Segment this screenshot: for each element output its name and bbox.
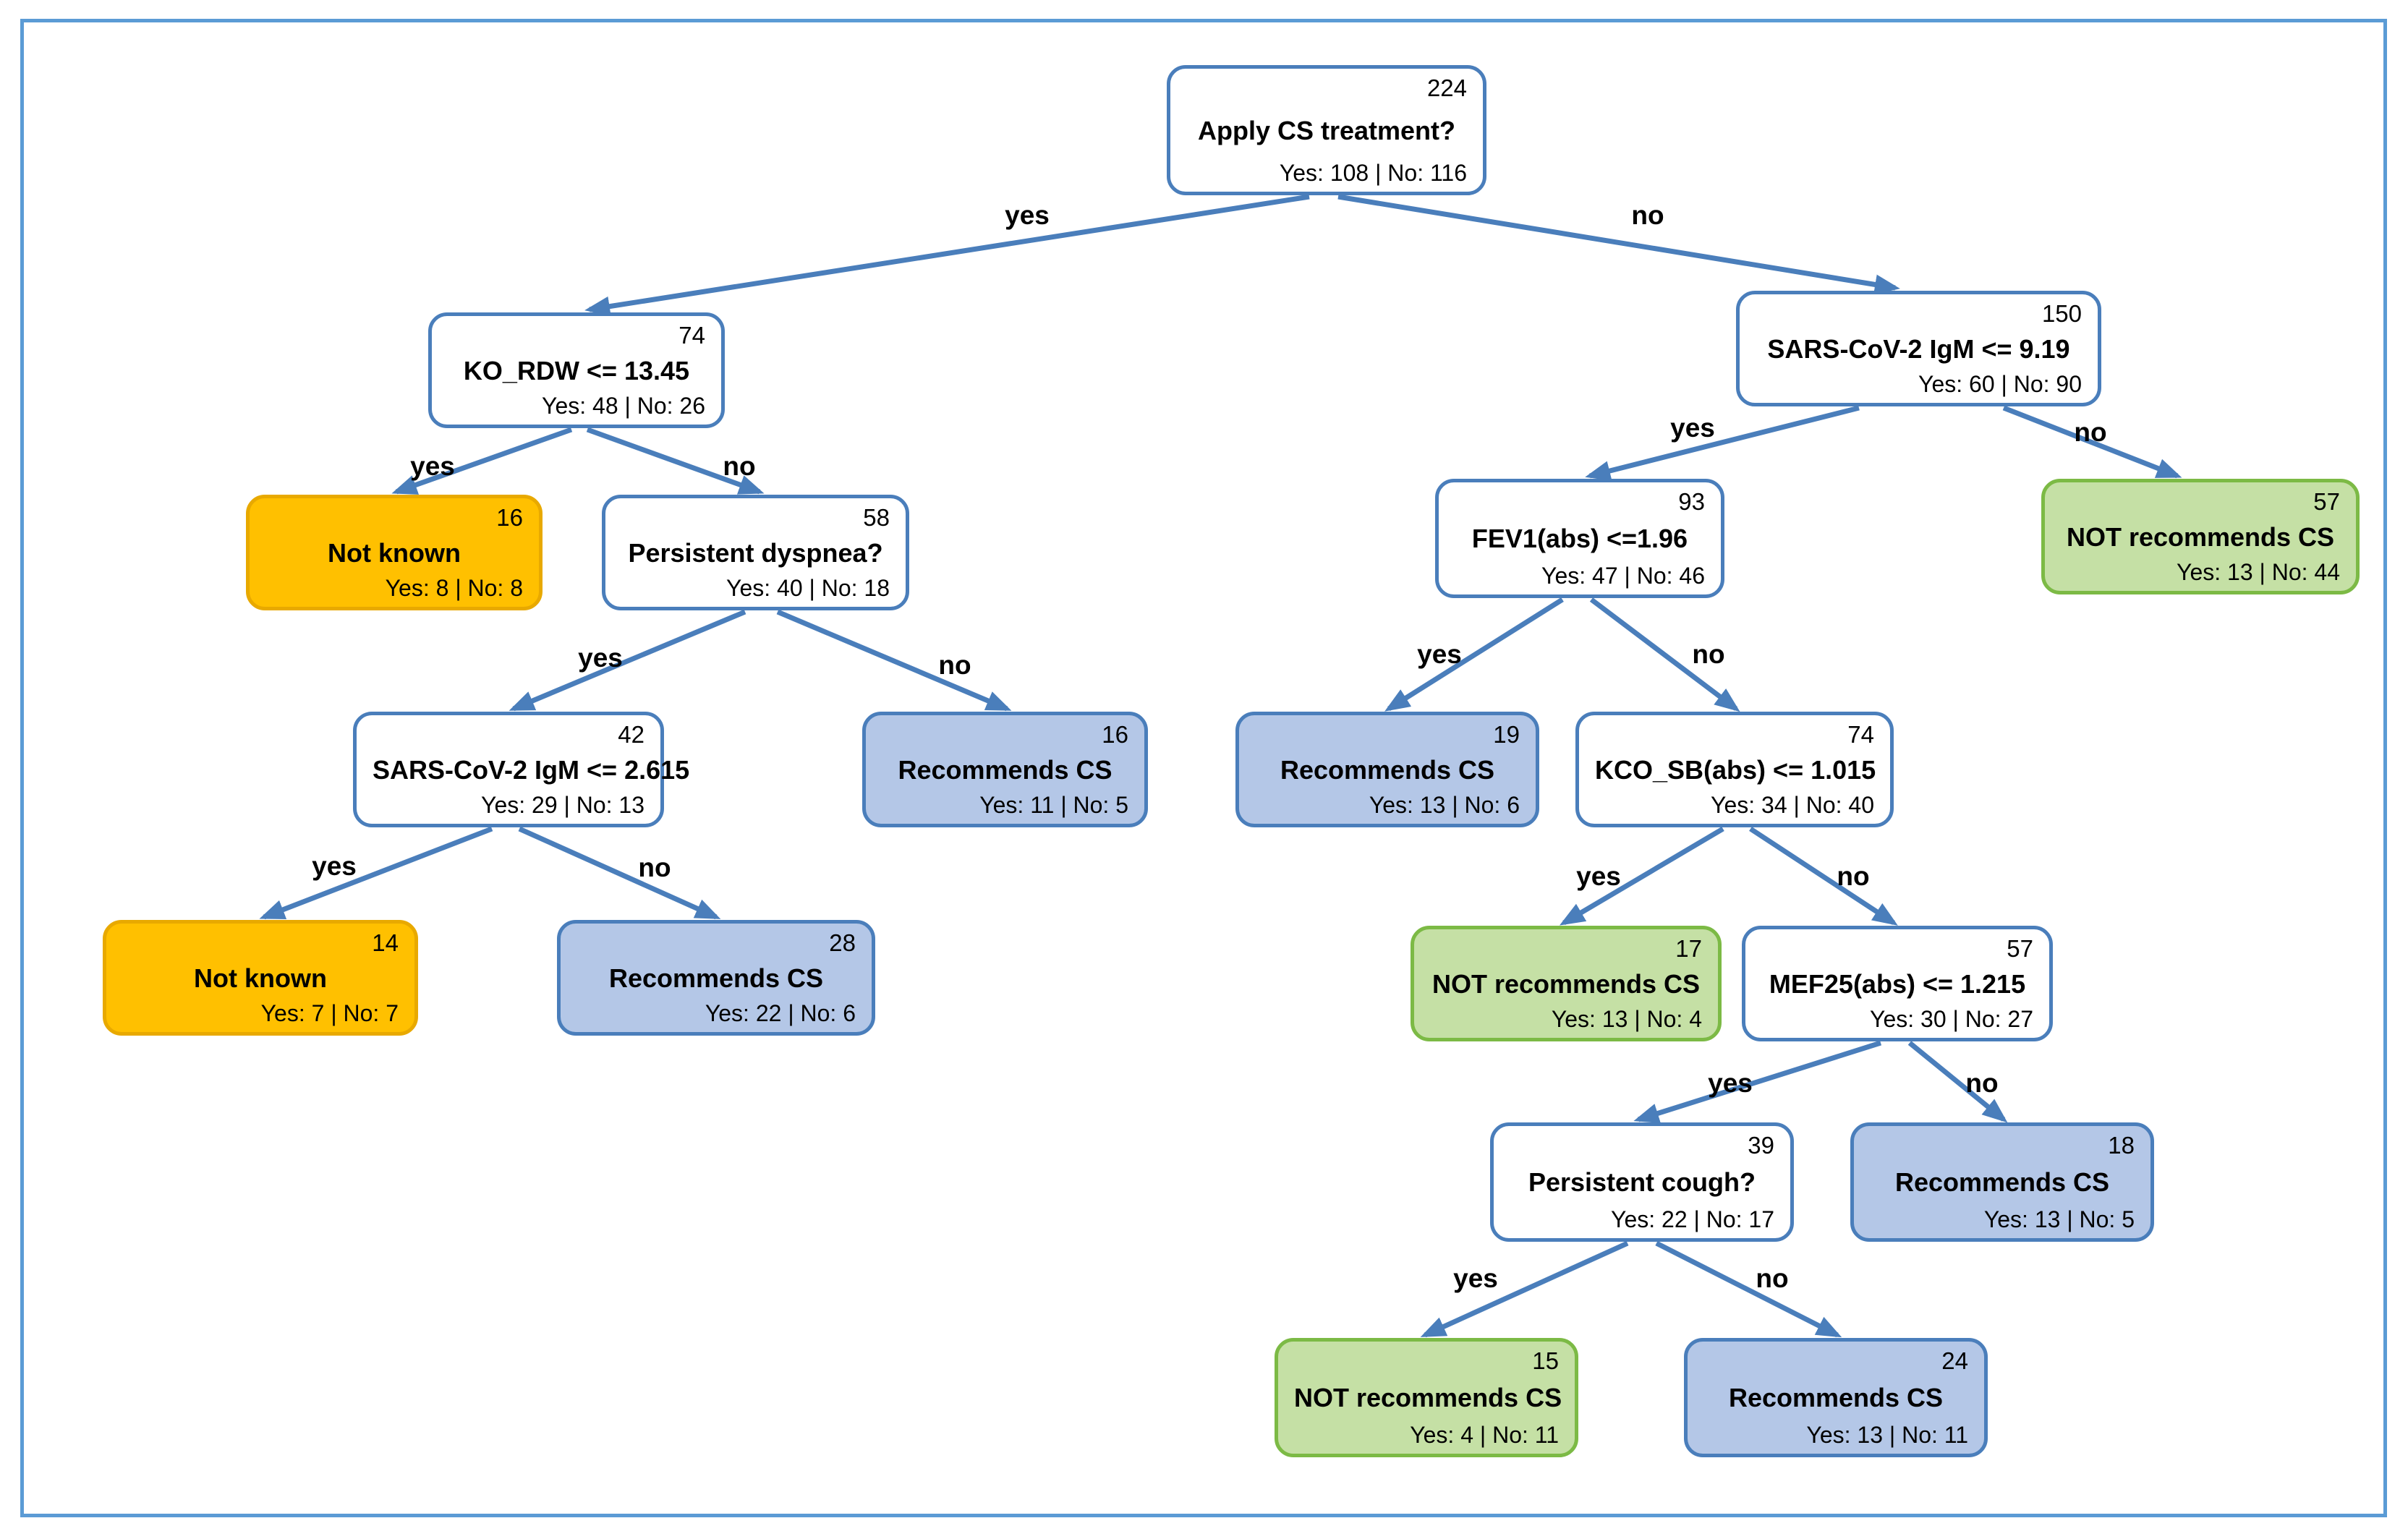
node-stats: Yes: 48 | No: 26	[542, 392, 705, 419]
edge-label-igm2615-yes: yes	[312, 851, 357, 881]
node-stats: Yes: 34 | No: 40	[1711, 791, 1874, 818]
node-label: Recommends CS	[1894, 1167, 2110, 1198]
node-stats: Yes: 13 | No: 4	[1551, 1005, 1702, 1032]
node-stats: Yes: 40 | No: 18	[726, 574, 890, 601]
node-count: 14	[372, 929, 399, 956]
edge-label-cough-no: no	[1756, 1263, 1789, 1293]
node-count: 150	[2041, 300, 2082, 327]
node-count: 18	[2108, 1132, 2135, 1159]
node-stats: Yes: 47 | No: 46	[1541, 562, 1705, 589]
edge-label-ko_rdw-no: no	[723, 451, 756, 481]
node-count: 16	[496, 504, 523, 531]
node-count: 24	[1941, 1347, 1968, 1374]
node-count: 58	[863, 504, 890, 531]
node-stats: Yes: 11 | No: 5	[979, 791, 1128, 818]
node-stats: Yes: 13 | No: 5	[1983, 1206, 2135, 1232]
node-label: Recommends CS	[898, 754, 1112, 785]
edge-label-ko_rdw-yes: yes	[410, 451, 455, 481]
node-count: 74	[678, 322, 705, 349]
node-stats: Yes: 13 | No: 44	[2177, 558, 2340, 585]
edge-label-dyspnea-yes: yes	[578, 643, 623, 673]
node-stats: Yes: 13 | No: 6	[1369, 791, 1520, 818]
node-count: 74	[1847, 721, 1874, 748]
node-label: Persistent cough?	[1528, 1167, 1756, 1198]
node-label: Persistent dyspnea?	[628, 537, 883, 568]
node-stats: Yes: 22 | No: 6	[705, 999, 856, 1026]
edge-label-igm2615-no: no	[638, 853, 671, 882]
node-count: 19	[1493, 721, 1520, 748]
node-stats: Yes: 30 | No: 27	[1870, 1005, 2033, 1032]
node-label: Recommends CS	[608, 963, 824, 993]
node-stats: Yes: 13 | No: 11	[1806, 1421, 1968, 1448]
node-stats: Yes: 29 | No: 13	[481, 791, 644, 818]
node-label: Recommends CS	[1280, 754, 1495, 785]
node-count: 28	[829, 929, 856, 956]
node-label: NOT recommends CS	[1294, 1383, 1562, 1413]
edge-label-fev1-no: no	[1692, 639, 1725, 669]
node-stats: Yes: 7 | No: 7	[260, 999, 399, 1026]
node-stats: Yes: 8 | No: 8	[385, 574, 523, 601]
node-count: 17	[1675, 935, 1702, 962]
node-count: 224	[1426, 74, 1467, 101]
node-label: MEF25(abs) <= 1.215	[1769, 968, 2026, 999]
node-label: FEV1(abs) <=1.96	[1471, 524, 1688, 554]
diagram-border	[20, 19, 2387, 1517]
node-count: 16	[1102, 721, 1128, 748]
node-label: SARS-CoV-2 IgM <= 9.19	[1767, 333, 2070, 364]
node-count: 57	[2007, 935, 2033, 962]
edge-label-igm919-yes: yes	[1670, 413, 1715, 443]
node-label: KCO_SB(abs) <= 1.015	[1595, 754, 1876, 785]
edge-label-mef25-yes: yes	[1708, 1068, 1753, 1098]
node-stats: Yes: 22 | No: 17	[1611, 1206, 1774, 1232]
edge-label-fev1-yes: yes	[1417, 639, 1462, 669]
node-count: 57	[2313, 488, 2340, 515]
node-label: Not known	[328, 537, 461, 568]
node-stats: Yes: 4 | No: 11	[1410, 1421, 1559, 1448]
node-count: 42	[618, 721, 644, 748]
node-label: SARS-CoV-2 IgM <= 2.615	[373, 754, 690, 785]
node-label: Apply CS treatment?	[1197, 115, 1456, 145]
edge-label-dyspnea-no: no	[938, 650, 971, 680]
node-label: Recommends CS	[1728, 1383, 1944, 1413]
node-label: NOT recommends CS	[1431, 968, 1701, 999]
node-stats: Yes: 60 | No: 90	[1918, 370, 2082, 397]
edge-label-kco_sb-yes: yes	[1576, 861, 1621, 891]
edge-label-mef25-no: no	[1965, 1068, 1999, 1098]
edge-label-cough-yes: yes	[1453, 1263, 1498, 1293]
node-label: Not known	[194, 963, 327, 993]
node-count: 93	[1678, 488, 1705, 515]
node-count: 39	[1748, 1132, 1774, 1159]
edge-label-root-yes: yes	[1005, 200, 1050, 230]
edge-label-kco_sb-no: no	[1837, 861, 1870, 891]
node-count: 15	[1532, 1347, 1559, 1374]
edge-label-root-no: no	[1631, 200, 1664, 230]
edge-label-igm919-no: no	[2074, 417, 2107, 447]
node-stats: Yes: 108 | No: 116	[1279, 159, 1467, 186]
node-label: NOT recommends CS	[2066, 521, 2335, 552]
node-label: KO_RDW <= 13.45	[463, 355, 690, 385]
